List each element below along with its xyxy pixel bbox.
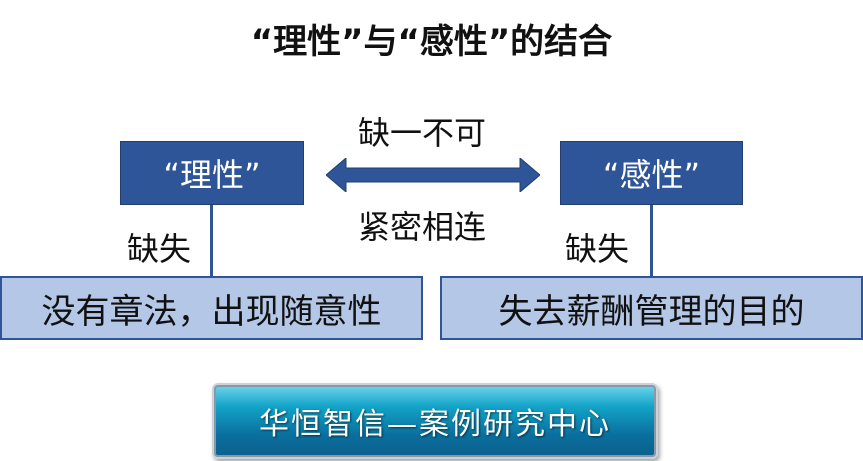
closely-linked-label: 紧密相连 [358, 208, 487, 246]
rational-connector-line [210, 205, 213, 276]
double-arrow-icon [326, 158, 540, 192]
indispensable-label: 缺一不可 [358, 114, 487, 152]
case-study-banner: 华恒智信—案例研究中心 [212, 383, 658, 459]
emotional-missing-label: 缺失 [565, 230, 630, 268]
rational-box: “理性” [120, 141, 304, 205]
emotional-result-box: 失去薪酬管理的目的 [440, 276, 863, 340]
emotional-box: “感性” [560, 141, 743, 205]
emotional-connector-line [650, 205, 653, 276]
page-title: “理性”与“感性”的结合 [250, 22, 613, 62]
rational-result-box: 没有章法，出现随意性 [0, 276, 423, 340]
rational-missing-label: 缺失 [127, 230, 192, 268]
